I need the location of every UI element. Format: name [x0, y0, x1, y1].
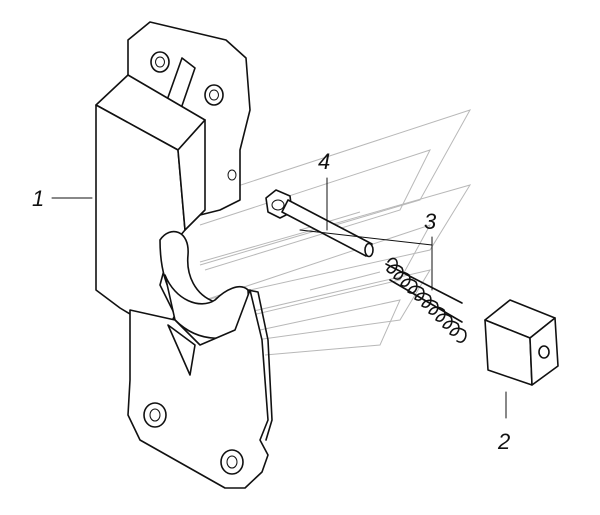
upper-hole-1 [150, 51, 170, 73]
callout-2: 2 [497, 429, 510, 454]
spring-coils [386, 257, 467, 343]
spring-part [385, 257, 467, 343]
lower-hole-1 [143, 402, 167, 428]
cube-hole [538, 345, 550, 359]
bracket-latch [164, 274, 251, 339]
callout-3: 3 [424, 209, 437, 234]
leader-lines [51, 177, 507, 419]
callout-4: 4 [318, 149, 330, 174]
callout-1: 1 [32, 186, 44, 211]
cube-part [484, 299, 559, 386]
bracket-slot [167, 324, 196, 376]
lower-hole-2 [220, 449, 244, 475]
bracket-block-side [177, 119, 206, 231]
bracket-lower-plate [127, 289, 269, 489]
upper-hole-2 [204, 84, 224, 106]
bracket-part [95, 21, 273, 489]
